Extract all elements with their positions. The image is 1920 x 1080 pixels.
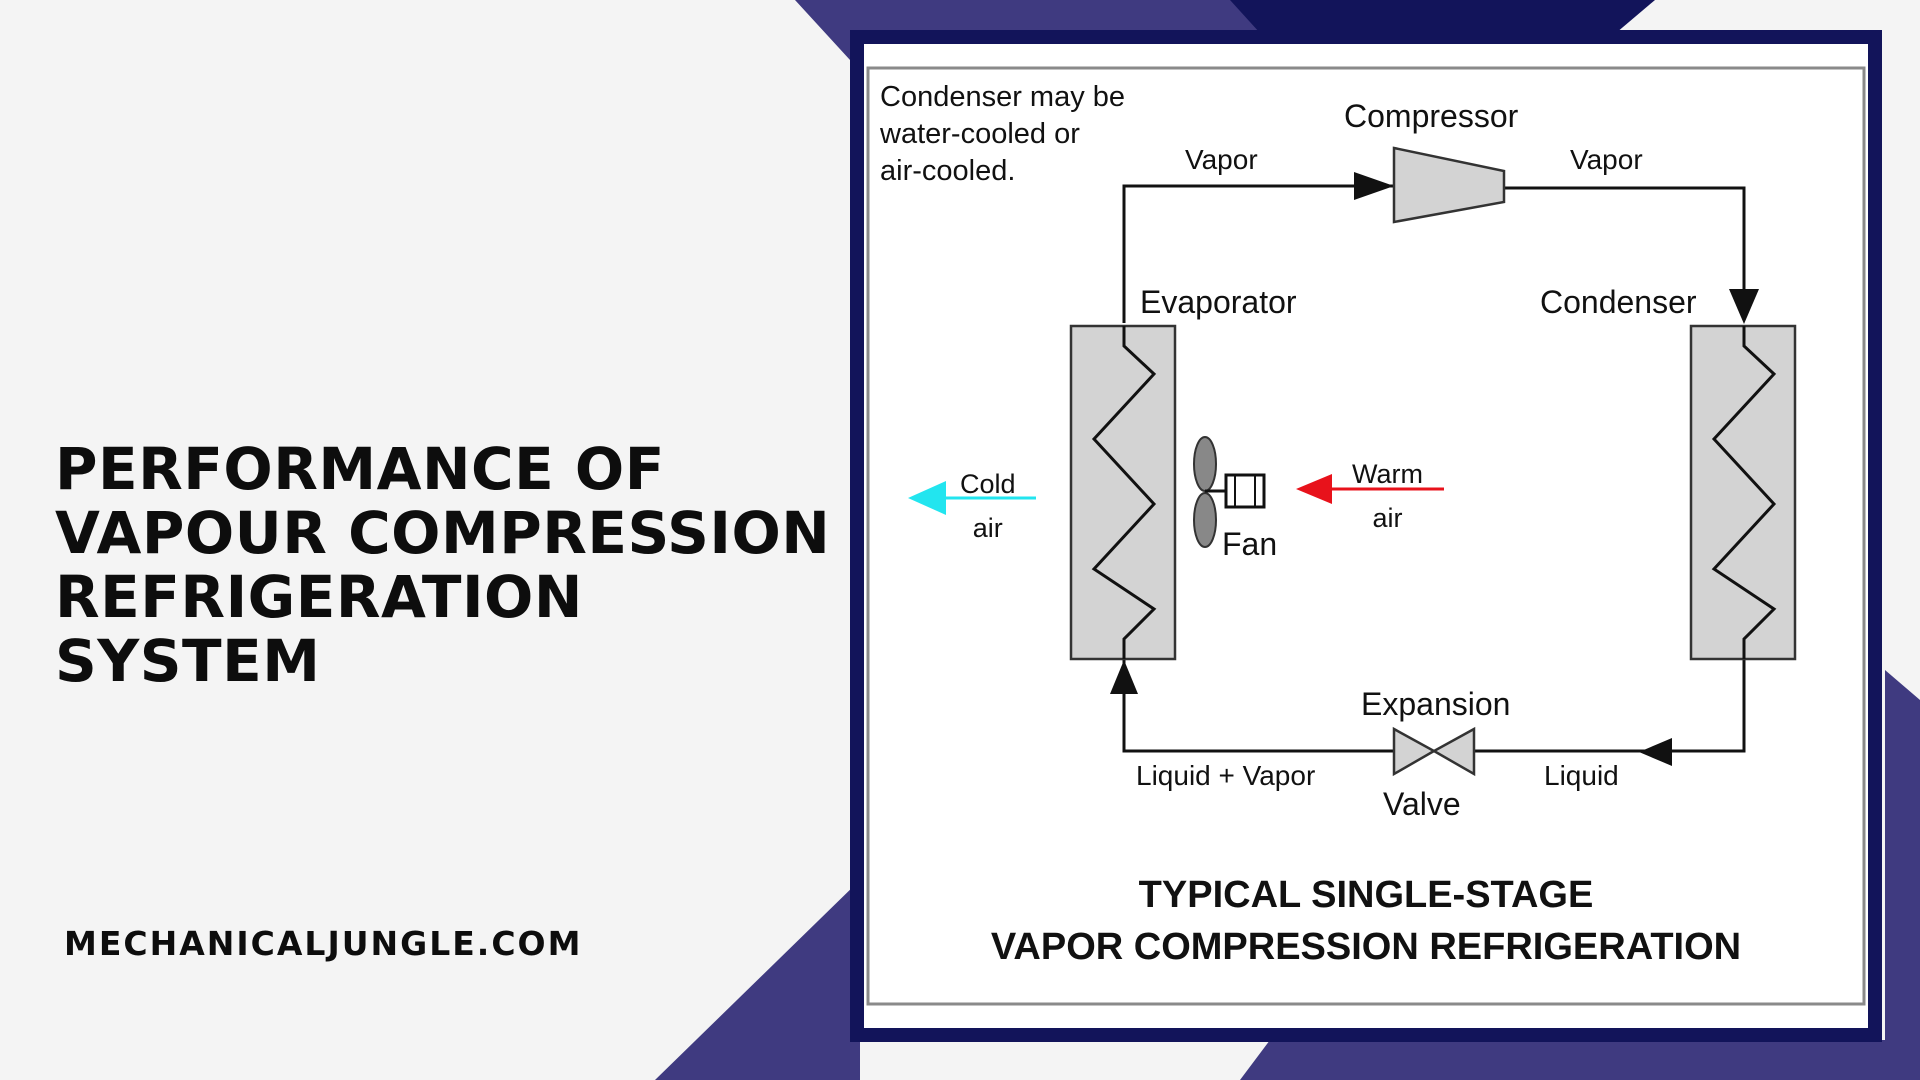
condenser-note: Condenser may be water-cooled or air-coo…: [880, 79, 1125, 190]
evaporator-coil: [1091, 326, 1157, 659]
title-line: REFRIGERATION SYSTEM: [55, 563, 583, 695]
compressor-symbol: [1392, 146, 1506, 224]
note-line: water-cooled or: [880, 118, 1080, 150]
fan-label: Fan: [1222, 526, 1278, 562]
cold-air-line: Cold: [960, 469, 1016, 499]
flow-arrow-down: [1729, 289, 1759, 324]
evaporator-label: Evaporator: [1140, 284, 1297, 320]
purple-stripe-bottom: [1240, 1040, 1920, 1080]
note-line: Condenser may be: [880, 81, 1126, 113]
cold-air-line: air: [972, 513, 1003, 543]
liquid-vapor-label: Liquid + Vapor: [1136, 760, 1316, 791]
inner-border: [866, 66, 1866, 1006]
condenser-coil: [1711, 326, 1777, 659]
flow-arrow-up: [1110, 660, 1138, 694]
pipe-evaporator-to-compressor: [1122, 184, 1394, 323]
cold-air-label: Cold air: [960, 462, 1016, 550]
warm-air-label: Warm air: [1352, 452, 1423, 540]
diagram-caption: TYPICAL SINGLE-STAGE VAPOR COMPRESSION R…: [864, 869, 1868, 973]
compressor-label: Compressor: [1344, 98, 1519, 134]
evaporator-coil-box: [1069, 324, 1177, 661]
condenser-coil-box: [1689, 324, 1797, 661]
pipe-condenser-to-valve: [1474, 656, 1746, 753]
purple-triangle-right: [1885, 670, 1920, 1080]
fan-icon: [1193, 436, 1266, 548]
diagram-drawing: [866, 66, 1866, 1006]
refrigeration-diagram: Condenser may be water-cooled or air-coo…: [864, 44, 1868, 1028]
cold-air-arrow: [908, 481, 1036, 515]
valve-label: Valve: [1383, 786, 1461, 822]
site-link[interactable]: MECHANICALJUNGLE.COM: [64, 924, 583, 963]
page-title: PERFORMANCE OF VAPOUR COMPRESSION REFRIG…: [55, 437, 855, 693]
pipe-valve-to-evaporator: [1122, 656, 1394, 753]
caption-line: VAPOR COMPRESSION REFRIGERATION: [990, 926, 1742, 968]
warm-air-line: Warm: [1352, 459, 1423, 489]
note-line: air-cooled.: [880, 155, 1016, 187]
warm-air-arrow: [1296, 474, 1444, 504]
title-line: VAPOUR COMPRESSION: [55, 499, 831, 567]
title-line: PERFORMANCE OF: [55, 435, 665, 503]
caption-line: TYPICAL SINGLE-STAGE: [1138, 874, 1594, 916]
expansion-valve-symbol: [1431, 726, 1476, 777]
expansion-valve-symbol: [1392, 726, 1437, 777]
condenser-label: Condenser: [1540, 284, 1697, 320]
warm-air-line: air: [1372, 503, 1403, 533]
vapor-label-right: Vapor: [1570, 144, 1643, 175]
liquid-label: Liquid: [1544, 760, 1619, 791]
purple-triangle-bottom-left: [655, 880, 860, 1080]
flow-arrow-left: [1639, 738, 1672, 766]
pipe-compressor-to-condenser: [1504, 186, 1746, 311]
vapor-label-left: Vapor: [1185, 144, 1258, 175]
expansion-label: Expansion: [1361, 686, 1511, 722]
flow-arrow-right: [1354, 172, 1394, 200]
